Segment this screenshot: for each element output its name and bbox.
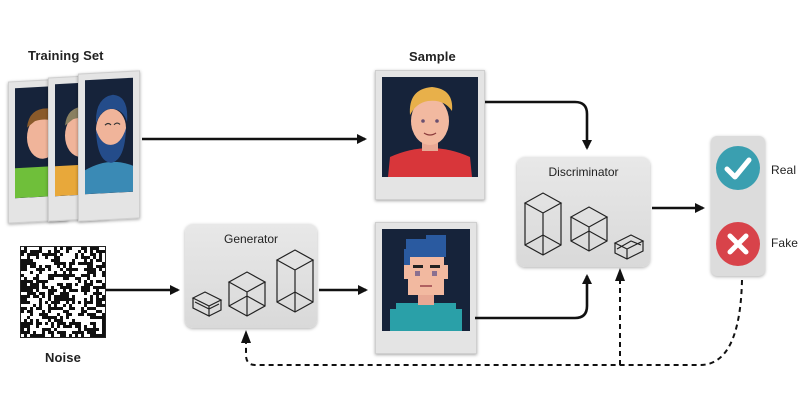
generator-layers-icon <box>191 249 315 317</box>
arrow-sample-to-discriminator <box>485 100 592 150</box>
x-mark-icon <box>727 233 749 255</box>
fake-badge <box>716 222 760 266</box>
arrow-generated-to-discriminator <box>475 274 592 320</box>
face-bearded-blue-shirt <box>85 94 133 195</box>
feedback-loop-dashed <box>244 279 743 366</box>
noise-pattern <box>21 247 105 337</box>
discriminator-title: Discriminator <box>548 165 619 179</box>
fake-label: Fake <box>771 236 799 250</box>
output-panel <box>711 136 765 276</box>
feedback-arrowhead-discriminator <box>615 268 625 281</box>
discriminator-layers-icon <box>523 192 645 260</box>
sample-photo <box>375 70 485 200</box>
discriminator-box: Discriminator <box>517 157 650 267</box>
generator-box: Generator <box>185 224 317 328</box>
feedback-arrowhead-generator <box>241 330 251 343</box>
training-set-label: Training Set <box>28 48 104 63</box>
noise-label: Noise <box>45 350 81 365</box>
face-pixelated <box>390 235 462 331</box>
checkmark-icon <box>724 157 752 180</box>
training-photo-3 <box>78 70 140 222</box>
generated-photo <box>375 222 477 354</box>
sample-label: Sample <box>409 49 456 64</box>
noise-image <box>20 246 106 338</box>
face-red-shirt <box>388 87 472 177</box>
real-label: Real <box>771 163 797 177</box>
real-badge <box>716 146 760 190</box>
generator-title: Generator <box>223 232 279 246</box>
